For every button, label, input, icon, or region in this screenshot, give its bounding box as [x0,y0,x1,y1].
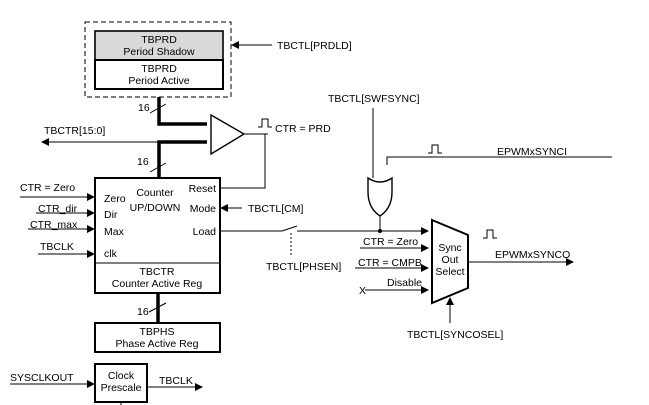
bus-slash-3 [148,302,167,313]
tbprd-active-sub: Period Active [128,75,189,87]
bus-slash-2 [149,162,167,173]
mux-disable-label: Disable [387,277,422,289]
tbphs-box [94,322,221,353]
bus-slash-1 [149,103,167,114]
syncosel-label: TBCTL[SYNCOSEL] [407,329,503,341]
mux-ctr-cmpb-label: CTR = CMPB [358,257,422,269]
ctr-prd-label: CTR = PRD [275,123,331,135]
tbprd-shadow-sub: Period Shadow [123,46,195,58]
phsen-switch [281,225,298,232]
comparator-triangle [210,113,246,156]
sync-out-select-mux [431,218,469,305]
tbphs-sub: Phase Active Reg [116,338,199,350]
pulse-icon-1 [258,118,272,128]
phsen-label: TBCTL[PHSEN] [266,261,341,273]
mux-line2: Out [442,254,459,266]
counter-reg-name: TBCTR [140,266,175,278]
bus-width-1: 16 [138,102,150,114]
tbprd-block: TBPRD Period Shadow TBPRD Period Active [84,21,232,98]
pulse-icon-3 [483,229,497,239]
synco-label: EPWMxSYNCO [495,249,570,261]
prdld-label: TBCTL[PRDLD] [277,40,352,52]
port-load: Load [193,226,217,238]
port-zero: Zero [104,193,126,205]
mux-x-label: X [359,285,366,297]
tbprd-shadow-box [94,30,224,61]
sysclkout-label: SYSCLKOUT [10,372,74,384]
ctr-dir-label: CTR_dir [38,203,78,215]
tbprd-active-name: TBPRD [141,63,177,75]
port-max: Max [104,226,125,238]
tbprd-active-box [94,59,224,90]
mux-line3: Select [435,266,464,278]
bus-width-3: 16 [137,306,149,318]
tbprd-dashed-frame [84,21,232,98]
prescale-box [94,363,148,403]
counter-box [94,177,221,294]
tbctr-bus-label: TBCTR[15:0] [44,125,105,137]
prescale-line1: Clock [108,370,135,382]
reset-feedback-line [219,134,266,189]
counter-title: Counter [136,187,174,199]
mux-ctr-zero-label: CTR = Zero [363,236,418,248]
pulse-icon-2 [428,144,442,154]
mode-label: TBCTL[CM] [248,203,304,215]
counter-reg-sub: Counter Active Reg [112,278,203,290]
prescale-line2: Prescale [101,382,142,394]
port-dir: Dir [104,209,118,221]
tbprd-shadow-name: TBPRD [141,34,177,46]
swfsync-label: TBCTL[SWFSYNC] [328,93,420,105]
port-reset: Reset [189,183,217,195]
counter-bus [157,140,207,178]
port-mode: Mode [190,203,216,215]
ctr-max-label: CTR_max [30,219,78,231]
ctr-zero-in-label: CTR = Zero [20,182,75,194]
port-clk: clk [104,248,118,260]
synci-label: EPWMxSYNCI [497,146,567,158]
counter-block: Counter UP/DOWN Zero Dir Max clk Reset M… [94,177,221,294]
or-gate [367,176,393,217]
tbclk-in-label: TBCLK [40,241,74,253]
tbphs-name: TBPHS [139,326,174,338]
synci-line [386,156,612,165]
tbprd-bus [157,97,207,126]
tbclk-out-label: TBCLK [159,375,193,387]
bus-width-2: 16 [137,156,149,168]
mux-line1: Sync [438,242,461,254]
counter-subtitle: UP/DOWN [130,202,181,214]
